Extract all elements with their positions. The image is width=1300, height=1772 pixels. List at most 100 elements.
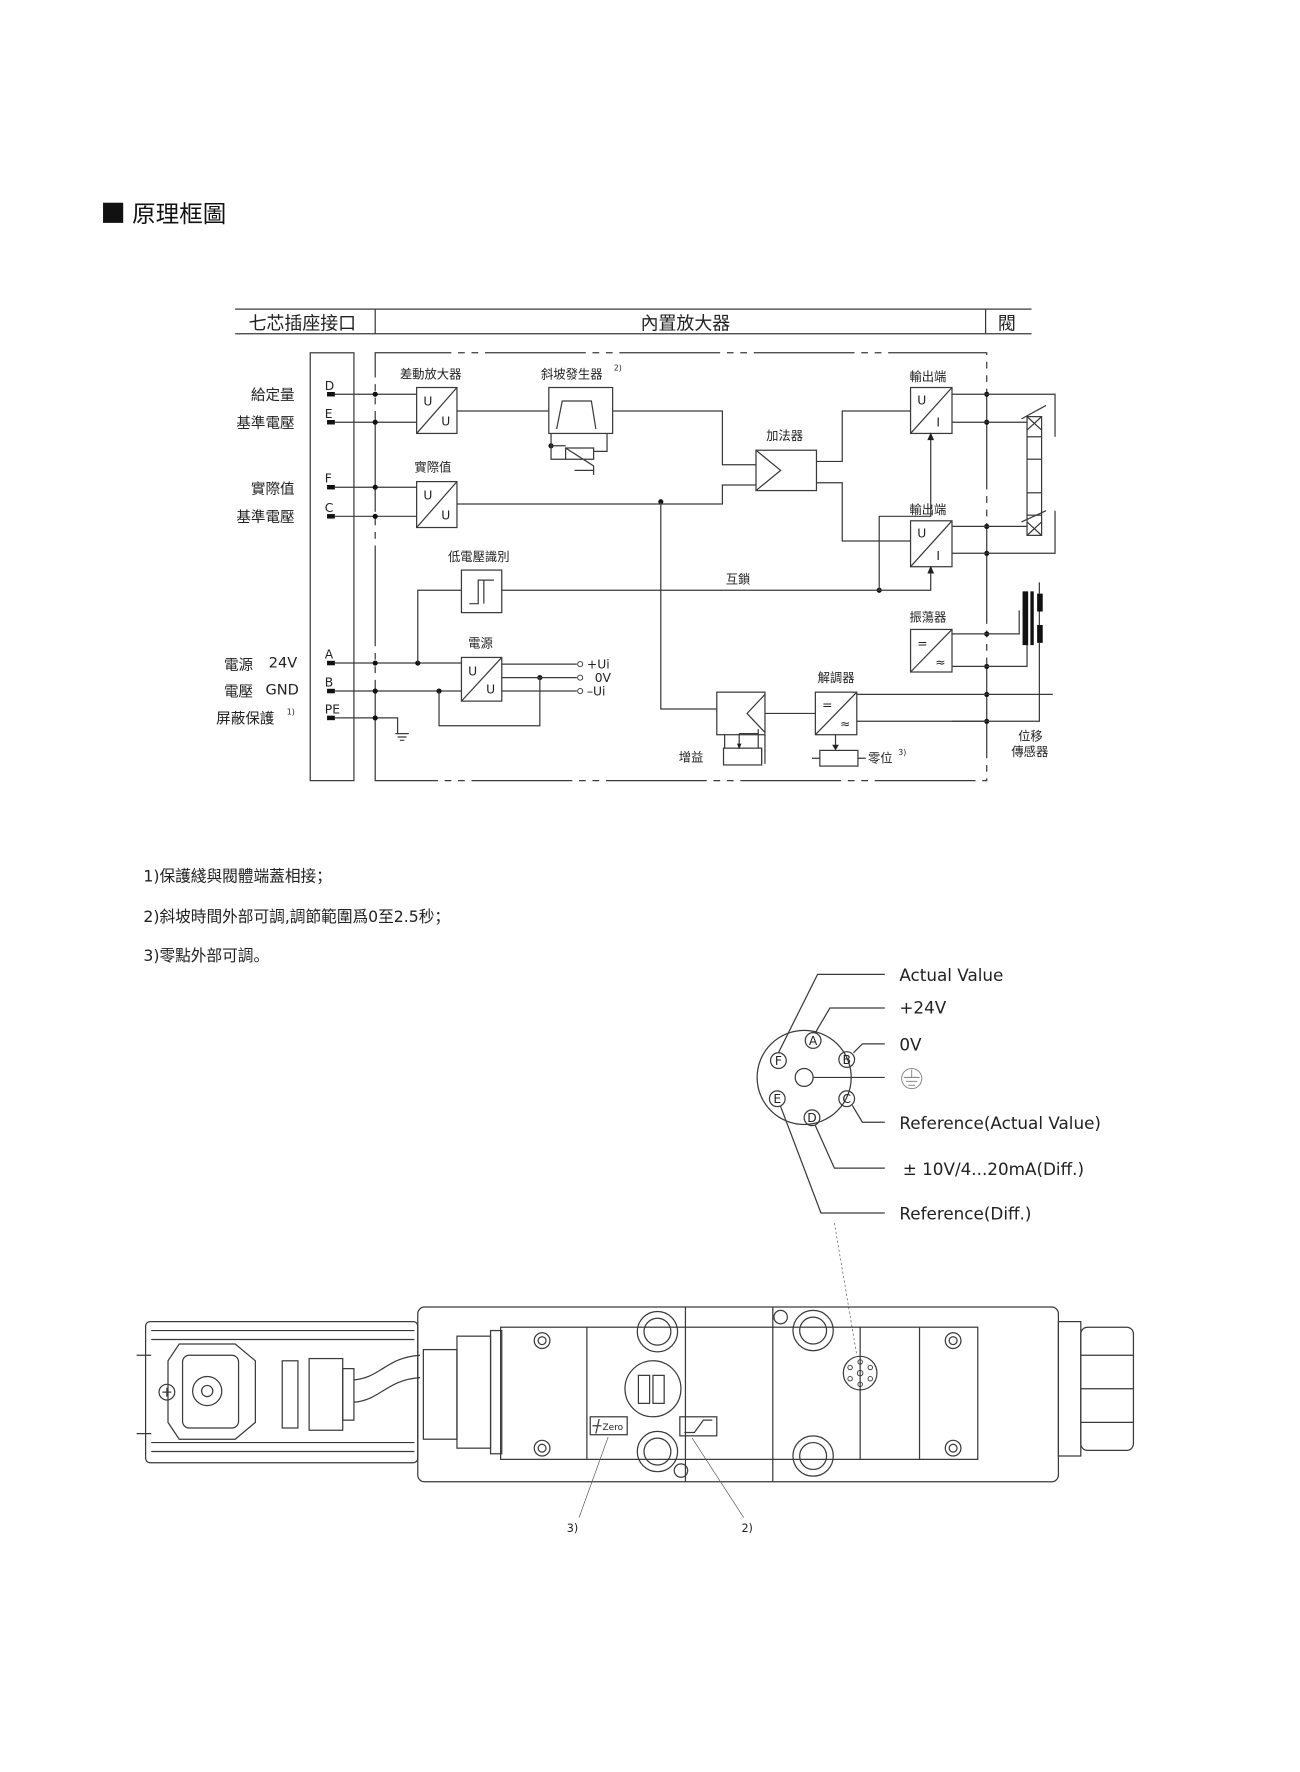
zero-adjuster[interactable]	[589, 1416, 628, 1436]
protective-earth-icon	[901, 1067, 923, 1090]
label-actual: 實際值	[251, 480, 295, 498]
output-1-label: 輸出端	[909, 369, 946, 384]
oscillator-block: 振蕩器 = ≈	[909, 611, 953, 673]
u-in: U	[468, 664, 477, 678]
amplifier-frame	[374, 352, 988, 782]
label-setpoint: 給定量	[251, 387, 295, 404]
actual-value-label: 實際值	[414, 460, 451, 475]
label-shield-note: 1)	[287, 708, 295, 717]
pinout-command: ± 10V/4...20mA(Diff.)	[903, 1159, 1084, 1179]
pin-c-marker: C	[842, 1092, 851, 1106]
output-stage-1-block: 輸出端 U I	[909, 369, 953, 435]
label-reference-1: 基準電壓	[236, 415, 294, 432]
connector-socket-icon	[842, 1355, 878, 1391]
u-out: U	[486, 682, 495, 696]
pin-d: D	[325, 379, 334, 393]
u-out: U	[441, 415, 450, 429]
valve-outline-drawing: Zero 3) 2)	[136, 1306, 1135, 1535]
screw-icon	[158, 1383, 176, 1401]
ground-pin	[794, 1067, 814, 1088]
demodulator-block: 解調器 = ≈	[814, 671, 858, 736]
pin-f: F	[325, 472, 332, 486]
pinout-actual-value: Actual Value	[899, 965, 1003, 985]
approx-sign: ≈	[840, 717, 850, 731]
output-minus-ui: –Ui	[587, 685, 606, 699]
adder-label: 加法器	[766, 429, 803, 443]
label-voltage: 電壓	[224, 684, 253, 701]
ground-icon	[395, 732, 409, 741]
power-supply-block: 電源 U U	[460, 636, 503, 702]
pinout-0v: 0V	[899, 1035, 922, 1055]
connector-strip	[309, 352, 355, 782]
output-2-label: 輸出端	[909, 502, 946, 517]
adder-block: 加法器	[755, 429, 818, 492]
callout-3: 3)	[567, 1522, 578, 1535]
i-out: I	[936, 416, 940, 430]
zero-label: 零位	[868, 751, 893, 766]
pin-e: E	[325, 407, 333, 421]
approx-sign: ≈	[935, 655, 945, 669]
u-in: U	[423, 394, 432, 408]
label-reference-2: 基準電壓	[236, 509, 294, 526]
u-in: U	[423, 489, 432, 503]
ramp-generator-block: 斜坡發生器 2)	[541, 364, 622, 475]
interlock-label: 互鎖	[726, 572, 751, 587]
connector-pinout: A B C D E F Actual Value +24V 0V Referen…	[756, 965, 1101, 1356]
pinout-reference-diff: Reference(Diff.)	[899, 1204, 1031, 1224]
callout-2: 2)	[741, 1522, 752, 1535]
pin-d-marker: D	[807, 1111, 816, 1125]
diff-amp-label: 差動放大器	[400, 367, 462, 382]
demodulator-label: 解調器	[818, 671, 855, 685]
u-in: U	[917, 393, 926, 407]
label-gnd: GND	[265, 681, 298, 698]
pin-b-marker: B	[842, 1053, 850, 1067]
status-window	[624, 1360, 682, 1418]
pin-pe: PE	[325, 702, 340, 716]
valve-symbol	[1021, 404, 1047, 536]
footnote-1: 1)保護綫與閥體端蓋相接；	[143, 866, 331, 885]
label-shield: 屏蔽保護	[216, 711, 275, 728]
low-voltage-detection-block: 低電壓識別	[448, 550, 510, 614]
diff-amp-block: 差動放大器 U U	[400, 367, 462, 435]
gain-label: 增益	[679, 750, 704, 765]
ramp-label: 斜坡發生器	[541, 367, 603, 382]
pinout-reference-actual: Reference(Actual Value)	[899, 1113, 1101, 1133]
zero-adjuster-label: Zero	[603, 1423, 624, 1433]
section-marker-icon	[103, 202, 124, 223]
footnote-3: 3)零點外部可調。	[143, 946, 269, 965]
eq-sign: =	[822, 698, 832, 712]
eq-sign: =	[917, 636, 927, 650]
pin-a-marker: A	[809, 1034, 818, 1048]
footnotes: 1)保護綫與閥體端蓋相接； 2)斜坡時間外部可調,調節範圍爲0至2.5秒； 3)…	[143, 866, 450, 965]
header-amplifier: 內置放大器	[641, 313, 731, 334]
header-connector: 七芯插座接口	[249, 313, 356, 334]
i-out: I	[936, 549, 940, 563]
pin-b: B	[325, 676, 333, 690]
output-plus-ui: +Ui	[587, 658, 610, 672]
zero-note: 3)	[898, 748, 906, 757]
zero-potentiometer: 零位 3)	[812, 734, 906, 767]
pin-e-marker: E	[773, 1092, 781, 1106]
label-power: 電源	[224, 657, 254, 674]
ramp-note: 2)	[614, 364, 622, 373]
u-in: U	[917, 527, 926, 541]
label-24v: 24V	[269, 655, 298, 672]
gain-block: 增益	[679, 691, 816, 766]
transducer-label-1: 位移	[1018, 728, 1043, 743]
block-diagram: 七芯插座接口 內置放大器 閥 給定量 基準電壓 實際值 基準電壓 電源 24V …	[216, 308, 1056, 782]
power-block-label: 電源	[468, 636, 493, 650]
actual-value-block: 實際值 U U	[414, 460, 458, 529]
output-0v: 0V	[595, 671, 612, 685]
section-title: 原理框圖	[132, 200, 226, 228]
ramp-adjuster[interactable]	[679, 1416, 718, 1437]
pin-f-marker: F	[775, 1054, 782, 1068]
footnote-2: 2)斜坡時間外部可調,調節範圍爲0至2.5秒；	[143, 907, 450, 926]
pinout-24v: +24V	[899, 998, 946, 1018]
u-out: U	[441, 509, 450, 523]
low-voltage-label: 低電壓識別	[448, 550, 510, 564]
pin-a: A	[325, 648, 334, 662]
header-valve: 閥	[998, 313, 1016, 334]
position-transducer-symbol	[952, 582, 1043, 722]
transducer-label-2: 傳感器	[1011, 744, 1048, 759]
